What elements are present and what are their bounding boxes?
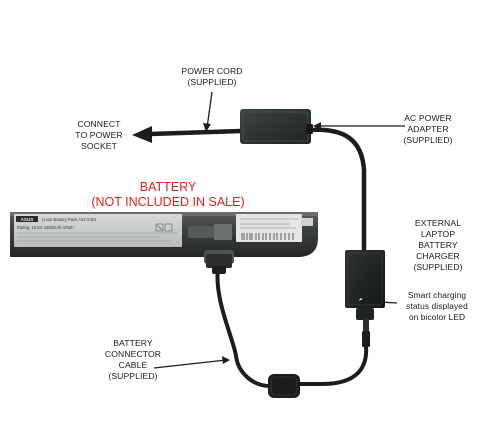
annotation-arrowheads (203, 122, 367, 364)
cable-label-line4: (SUPPLIED) (108, 371, 158, 381)
led-label-line1: Smart charging (407, 290, 467, 300)
charger-label-line3: BATTERY (418, 240, 458, 250)
led-label-line3: on bicolor LED (408, 312, 466, 322)
power-cord-label-line2: (SUPPLIED) (187, 77, 237, 87)
battery-pack: ASUS Li-ion Battery Pack A32-X401 Rating… (10, 212, 318, 257)
connect-label-line2: TO POWER (75, 130, 123, 140)
ac-adapter-label: AC POWER ADAPTER (SUPPLIED) (388, 113, 468, 146)
connect-label-line3: SOCKET (81, 141, 117, 151)
cable-label-line3: CABLE (118, 360, 148, 370)
ferrite-core (268, 374, 300, 398)
power-arrow-head (132, 126, 152, 143)
ac-adapter (240, 109, 313, 144)
annotation-arrows (153, 91, 405, 369)
charger-label-line2: LAPTOP (420, 229, 456, 239)
cable-label-line2: CONNECTOR (104, 349, 162, 359)
adapter-label-line2: ADAPTER (407, 124, 449, 134)
battery-model-text: Li-ion Battery Pack A32-X401 (42, 217, 97, 222)
charger-label-line4: CHARGER (416, 251, 460, 261)
power-cord-label-line1: POWER CORD (181, 66, 243, 76)
power-cord-label: POWER CORD (SUPPLIED) (172, 66, 252, 88)
adapter-to-charger-cable (307, 127, 367, 255)
external-charger (345, 250, 385, 347)
power-cord (132, 126, 244, 143)
battery-label-line2: (NOT INCLUDED IN SALE) (91, 195, 245, 209)
connect-label-line1: CONNECT (77, 119, 121, 129)
battery-connector-plug (204, 250, 234, 274)
battery-brand-text: ASUS (21, 217, 34, 222)
charger-label-line1: EXTERNAL (414, 218, 462, 228)
battery-label-line1: BATTERY (139, 180, 197, 194)
cable-label-line1: BATTERY (113, 338, 153, 348)
battery-not-included-label: BATTERY (NOT INCLUDED IN SALE) (78, 180, 258, 210)
external-charger-label: EXTERNAL LAPTOP BATTERY CHARGER (SUPPLIE… (404, 218, 472, 273)
connector-cable-label: BATTERY CONNECTOR CABLE (SUPPLIED) (100, 338, 166, 382)
led-status-label: Smart charging status displayed on bicol… (396, 290, 478, 323)
led-label-line2: status displayed (406, 301, 468, 311)
adapter-label-line1: AC POWER (404, 113, 452, 123)
adapter-label-line3: (SUPPLIED) (403, 135, 453, 145)
battery-label-sticker (14, 214, 182, 247)
battery-connector-cable (298, 344, 369, 386)
charger-label-line5: (SUPPLIED) (413, 262, 463, 272)
connect-socket-label: CONNECT TO POWER SOCKET (64, 119, 134, 152)
battery-rating-text: Rating: 10.8V 4400mAh 47Wh (17, 225, 74, 230)
